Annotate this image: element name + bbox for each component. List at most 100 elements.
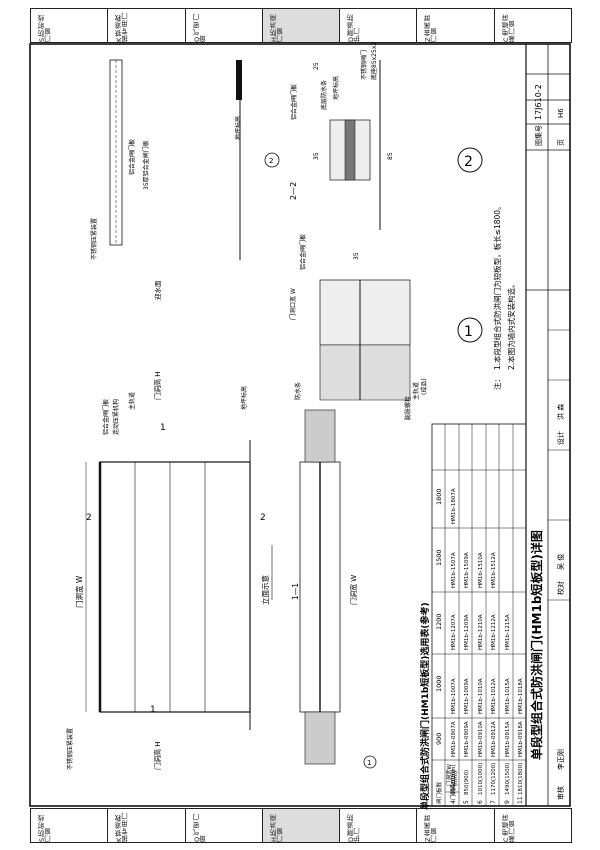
svg-text:HM1b-1018A: HM1b-1018A bbox=[518, 678, 524, 714]
sign-person: 李正刚 bbox=[556, 749, 565, 770]
section-caption: 2—2 bbox=[289, 182, 298, 200]
callout-label: 铝合金闸门板 bbox=[290, 84, 298, 120]
notes: 注： 1.本段型组合式防洪闸门为短板型，板长≤1800。 2.本图为墙内式安装构… bbox=[492, 202, 516, 390]
sheet-title: 单段型组合式防洪闸门(HM1b短板型)详图 bbox=[529, 530, 544, 760]
table-row: 9 1490(1500) HM1b-0915A HM1b-1015A HM1b-… bbox=[504, 614, 511, 804]
sign-role: 设计 bbox=[556, 431, 565, 445]
table-row: 5 850(900) HM1b-0909A HM1b-1009A HM1b-12… bbox=[463, 552, 470, 804]
sign-role: 审核 bbox=[556, 786, 565, 800]
svg-text:HM1b-1807A: HM1b-1807A bbox=[451, 488, 457, 524]
side-view: 不锈钢压紧装置 铝合金闸门板 35厚铝合金闸门板 地坪标高 迎水面 门洞高 H … bbox=[90, 59, 280, 401]
dimension-label: 门洞宽 W bbox=[349, 575, 358, 605]
svg-text:HM1b-1009A: HM1b-1009A bbox=[464, 678, 470, 714]
width-header: 1800 bbox=[435, 488, 443, 505]
callout-label: 地坪标高 bbox=[240, 386, 248, 410]
dimension-label: 门洞宽 W bbox=[74, 575, 84, 608]
dimension-value: 35 bbox=[353, 252, 360, 260]
notes-prefix: 注： bbox=[492, 375, 502, 390]
detail-mark: 1 bbox=[367, 759, 371, 767]
svg-text:9: 9 bbox=[504, 800, 511, 804]
callout-label: 地坪标高 bbox=[234, 116, 242, 140]
width-header: 1500 bbox=[435, 549, 443, 566]
svg-text:HM1b-1015A: HM1b-1015A bbox=[505, 678, 511, 714]
svg-text:HM1b-1012A: HM1b-1012A bbox=[491, 678, 497, 714]
svg-text:HM1b-0915A: HM1b-0915A bbox=[505, 721, 511, 757]
col-header: 门洞高H(mm) bbox=[449, 764, 457, 800]
svg-text:1810(1800): 1810(1800) bbox=[518, 763, 524, 795]
width-header: 1200 bbox=[435, 613, 443, 630]
svg-text:HM1b-0910A: HM1b-0910A bbox=[478, 721, 484, 757]
callout-label: 主轨道 bbox=[412, 382, 420, 400]
svg-text:HM1b-1512A: HM1b-1512A bbox=[491, 552, 497, 588]
section-mark: 1 bbox=[150, 705, 156, 715]
svg-text:HM1b-0912A: HM1b-0912A bbox=[491, 721, 497, 757]
callout-label: 铝合金闸门板 bbox=[299, 234, 307, 270]
svg-text:HM1b-1212A: HM1b-1212A bbox=[491, 614, 497, 650]
atlas-number: 17J610-2 bbox=[534, 84, 543, 120]
detail-mark: 2 bbox=[269, 157, 273, 165]
svg-text:1490(1500): 1490(1500) bbox=[505, 763, 511, 795]
page-number: H6 bbox=[557, 108, 565, 118]
width-header: 900 bbox=[435, 733, 443, 745]
col-header: (mm) bbox=[453, 771, 459, 786]
callout-label: 不锈钢闸门 bbox=[360, 50, 368, 80]
svg-text:HM1b-0907A: HM1b-0907A bbox=[451, 721, 457, 757]
note-line: 2.本图为墙内式安装构造。 bbox=[506, 280, 516, 370]
callout-label: 铝合金闸门板 bbox=[128, 139, 136, 175]
detail-1-view: 门洞口宽 W 铝合金闸门板 防水条 主轨道 (成品) 膨胀螺栓 35 1 bbox=[289, 234, 483, 420]
detail-2-view: 铝合金闸门板 底层防水条 地坪标高 不锈钢闸门 底座85x25x2 25 35 … bbox=[289, 42, 483, 230]
svg-text:5: 5 bbox=[463, 800, 470, 804]
callout-label: 防水条 bbox=[294, 382, 302, 400]
strip-cell: D隧道防护门 bbox=[340, 809, 418, 842]
callout-label: 膨胀螺栓 bbox=[404, 396, 412, 420]
callout-label: 不锈钢压紧装置 bbox=[90, 218, 98, 260]
detail-mark: 2 bbox=[464, 154, 473, 170]
svg-text:11: 11 bbox=[517, 796, 524, 804]
callout-label: 底层防水条 bbox=[320, 80, 328, 110]
svg-text:HM1b-1010A: HM1b-1010A bbox=[478, 678, 484, 714]
svg-text:690(700): 690(700) bbox=[451, 770, 457, 795]
callout-label: 连动压紧机构 bbox=[112, 399, 120, 435]
svg-text:1170(1200): 1170(1200) bbox=[491, 763, 497, 795]
svg-text:1010(1000): 1010(1000) bbox=[478, 763, 484, 795]
strip-cell: K铁道救援专用门 bbox=[108, 9, 186, 42]
atlas-label: 图集号 bbox=[534, 125, 543, 146]
page-label: 页 bbox=[557, 139, 565, 146]
callout-label: 35厚铝合金闸门板 bbox=[142, 140, 150, 190]
strip-cell: Q气密门窗 bbox=[186, 9, 263, 42]
svg-text:850(900): 850(900) bbox=[464, 770, 470, 795]
elevation-caption: 立面示意 bbox=[260, 575, 270, 605]
callout-label: 地坪标高 bbox=[332, 76, 340, 100]
svg-text:HM1b-1215A: HM1b-1215A bbox=[505, 614, 511, 650]
svg-text:HM1b-1007A: HM1b-1007A bbox=[451, 678, 457, 714]
category-strip-bottom: S防射线门窗 K铁道救援专用门 Q气密门窗 H防洪闸门窗 D隧道防护门 Z金属屏… bbox=[30, 808, 572, 843]
sign-person: 洪 森 bbox=[556, 404, 565, 420]
svg-text:6: 6 bbox=[477, 800, 484, 804]
strip-cell: S防射线门窗 bbox=[31, 809, 109, 842]
section-1-1-view: 1—1 门洞宽 W 1 bbox=[291, 409, 377, 769]
width-header: 1000 bbox=[435, 675, 443, 692]
svg-text:HM1b-1207A: HM1b-1207A bbox=[451, 614, 457, 650]
table-row: 11 1810(1800) HM1b-0918A HM1b-1018A bbox=[517, 678, 524, 804]
dimension-label: 门洞高 H bbox=[153, 372, 162, 401]
section-mark: 2 bbox=[260, 513, 266, 523]
svg-text:HM1b-1209A: HM1b-1209A bbox=[464, 614, 470, 650]
svg-text:4: 4 bbox=[450, 800, 457, 804]
strip-cell: Z金属屏门窗 bbox=[417, 809, 495, 842]
selection-table: 单段型组合式防洪闸门(HM1b短板型)选用表(参考) 闸门板数 门洞宽W (mm… bbox=[419, 423, 527, 810]
strip-cell: Z金属屏门窗 bbox=[417, 9, 495, 42]
strip-cell-active: H防洪闸门窗 bbox=[262, 9, 341, 42]
sign-role: 校对 bbox=[556, 581, 565, 595]
svg-text:7: 7 bbox=[490, 800, 497, 804]
callout-label: 底座85x25x2 bbox=[370, 42, 378, 80]
callout-label: 铝合金闸门板 bbox=[102, 399, 110, 435]
note-line: 1.本段型组合式防洪闸门为短板型，板长≤1800。 bbox=[492, 202, 502, 370]
table-row: 4 690(700) HM1b-0907A HM1b-1007A HM1b-12… bbox=[450, 488, 457, 804]
callout-label: (成品) bbox=[420, 378, 428, 395]
detail-mark: 1 bbox=[464, 324, 473, 340]
callout-label: 不锈钢压紧装置 bbox=[66, 728, 74, 770]
dimension-value: 25 bbox=[313, 62, 320, 70]
section-caption: 1—1 bbox=[291, 583, 300, 600]
section-mark: 2 bbox=[86, 513, 92, 523]
